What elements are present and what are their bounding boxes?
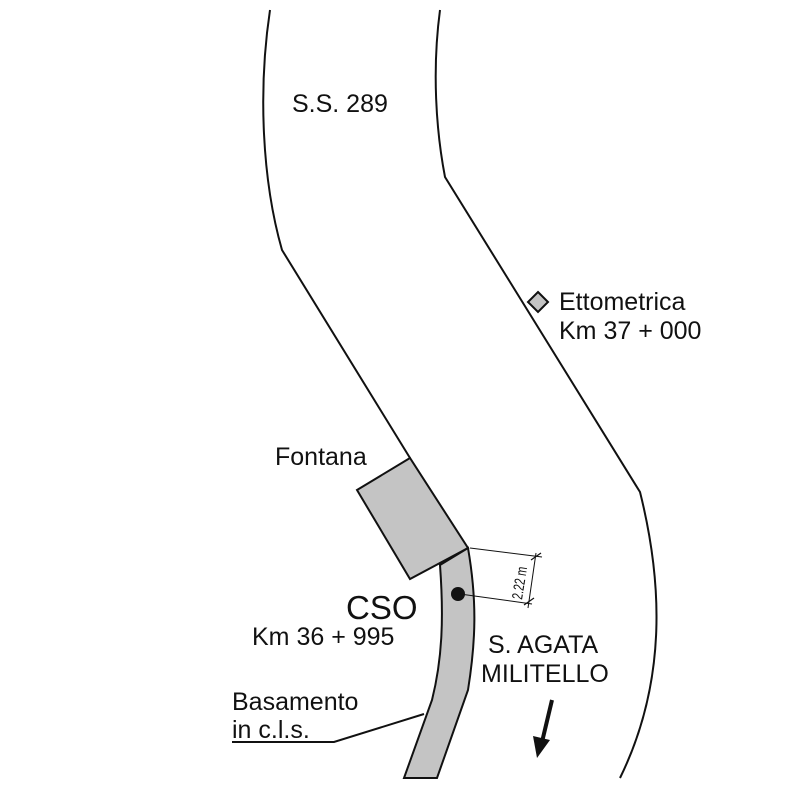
base-label-line2: in c.l.s. bbox=[232, 716, 310, 744]
distance-dimension bbox=[459, 547, 543, 609]
direction-label-line2: MILITELLO bbox=[481, 660, 609, 688]
hectometric-marker-icon bbox=[526, 290, 550, 314]
road-left-edge bbox=[262, 9, 411, 459]
direction-label-line1: S. AGATA bbox=[488, 631, 599, 659]
direction-arrow-icon bbox=[533, 699, 554, 758]
hectometric-label-line1: Ettometrica bbox=[559, 288, 686, 316]
station-code-label: CSO bbox=[346, 589, 418, 626]
hectometric-label-line2: Km 37 + 000 bbox=[559, 317, 701, 345]
road-right-edge bbox=[434, 9, 658, 779]
station-km-label: Km 36 + 995 bbox=[252, 623, 394, 651]
road-name-label: S.S. 289 bbox=[292, 90, 388, 118]
concrete-base-strip bbox=[402, 546, 476, 779]
fountain-label: Fontana bbox=[275, 443, 367, 471]
base-leader-line bbox=[232, 713, 425, 743]
distance-label: 2.22 m bbox=[508, 565, 530, 600]
base-label-line1: Basamento bbox=[232, 688, 358, 716]
station-point-icon bbox=[451, 587, 465, 601]
